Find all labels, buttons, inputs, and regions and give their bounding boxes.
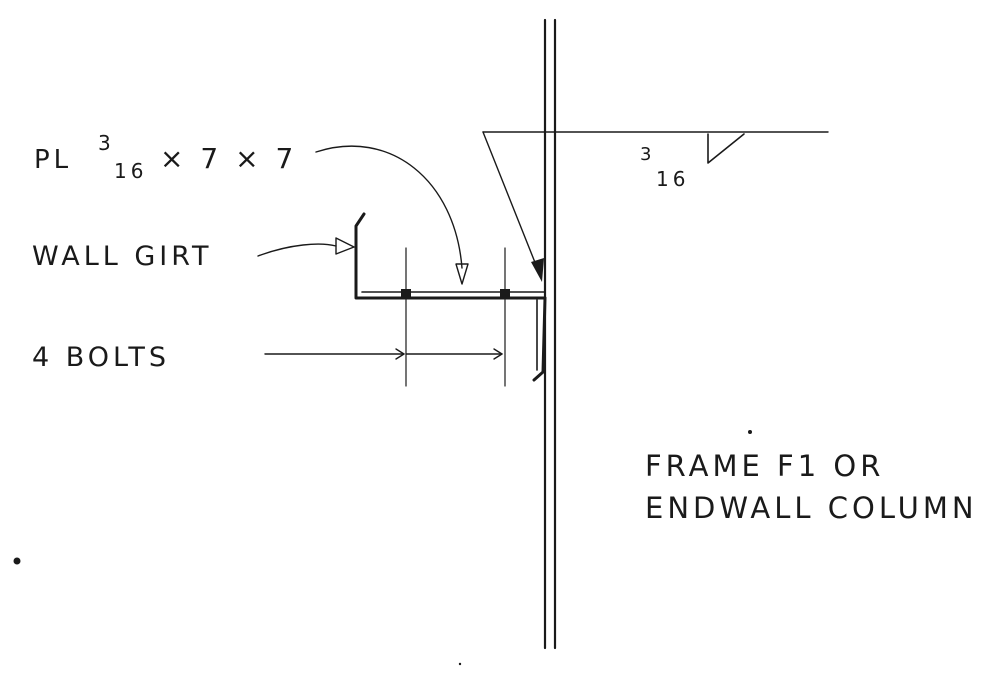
column	[543, 18, 557, 650]
weld-size-denominator: 16	[656, 167, 689, 191]
plate-prefix: PL	[34, 145, 72, 175]
fillet-weld-triangle	[707, 133, 745, 164]
bolt-lines	[401, 247, 510, 387]
weld-size-label: 3 16	[640, 144, 689, 191]
frame-label-line1: FRAME F1 OR	[645, 449, 884, 483]
wall-girt-channel	[354, 212, 547, 300]
plate-fraction-numerator: 3	[98, 131, 115, 155]
bolt-right	[500, 289, 510, 298]
plate-label: PL 3 16 × 7 × 7	[34, 131, 297, 183]
clip-angle	[532, 296, 547, 382]
stray-dot-left	[13, 557, 21, 565]
bolts-label: 4 BOLTS	[32, 342, 170, 373]
wall-girt-leader	[257, 237, 355, 257]
plate-leader	[315, 145, 469, 285]
wall-girt-label: WALL GIRT	[32, 241, 213, 272]
weld-arrow-line	[482, 131, 541, 276]
bolt-left	[401, 289, 411, 298]
weld-size-numerator: 3	[640, 144, 655, 165]
frame-label-line2: ENDWALL COLUMN	[645, 491, 978, 525]
stray-dot-bottom	[458, 662, 462, 666]
weld-arrowhead	[531, 258, 544, 282]
plate-dimensions: × 7 × 7	[160, 142, 297, 175]
stray-dot	[748, 430, 752, 434]
weld-symbol	[482, 131, 829, 282]
plate-fraction-denominator: 16	[114, 159, 147, 183]
bolts-leader	[264, 348, 503, 360]
